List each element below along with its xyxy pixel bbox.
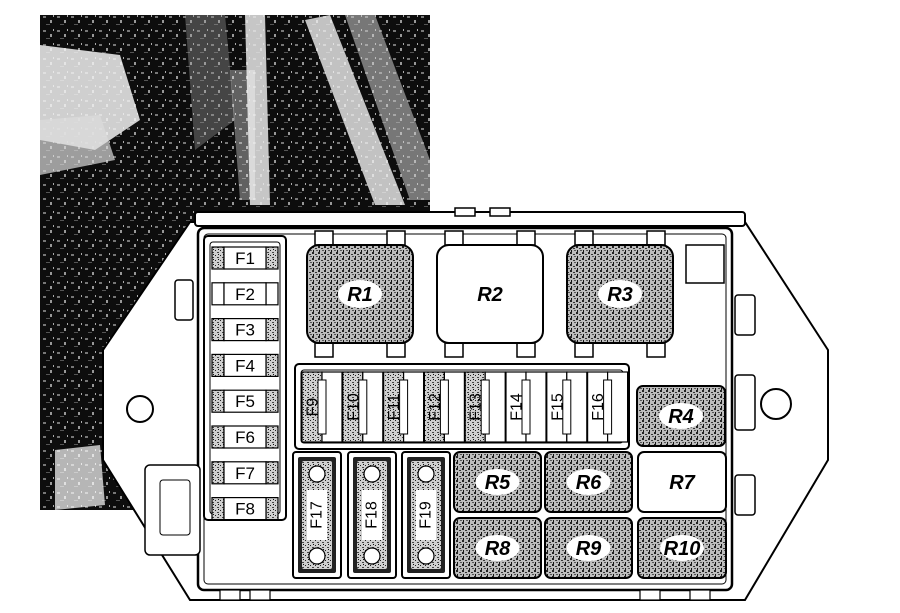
fuse-f4: F4: [211, 353, 279, 377]
relay-r6: R6: [544, 451, 633, 513]
fuse-label: F18: [364, 501, 381, 529]
fuse-f5: F5: [211, 389, 279, 413]
relay-r1: R1: [306, 230, 414, 358]
fuse-label: F11: [386, 394, 403, 420]
relay-label: R9: [576, 538, 602, 560]
relay-label: R7: [669, 472, 695, 494]
fuse-f12: F12: [423, 371, 465, 443]
fuse-f3: F3: [211, 318, 279, 342]
relay-r10: R10: [637, 517, 727, 579]
relay-label: R8: [485, 538, 511, 560]
fuse-label: F1: [235, 249, 255, 268]
fuse-label: F8: [235, 500, 255, 519]
relay-label: R10: [664, 538, 701, 560]
relay-r7: R7: [637, 451, 727, 513]
fuse-label: F15: [549, 393, 566, 421]
relay-r4: R4: [636, 385, 726, 447]
fuse-f2: F2: [211, 282, 279, 306]
relay-r9: R9: [544, 517, 633, 579]
fuse-f6: F6: [211, 425, 279, 449]
fuse-label: F3: [235, 321, 255, 340]
relay-label: R5: [485, 472, 511, 494]
fuse-f16: F16: [586, 371, 629, 443]
fuse-label: F19: [418, 501, 435, 529]
fuse-f17: F17: [292, 451, 342, 579]
fuse-f19: F19: [401, 451, 451, 579]
fuse-label: F10: [345, 393, 362, 421]
relay-label: R3: [607, 284, 633, 306]
relay-label: R2: [477, 284, 503, 306]
fuse-label: F16: [590, 393, 607, 421]
fuse-f9: F9: [301, 371, 343, 443]
fuse-label: F6: [235, 428, 255, 447]
fuse-f14: F14: [505, 371, 547, 443]
fuse-label: F2: [235, 285, 255, 304]
relay-r8: R8: [453, 517, 542, 579]
relay-r2: R2: [436, 230, 544, 358]
fuse-label: F4: [235, 356, 255, 375]
fuse-label: F17: [309, 501, 326, 529]
fuse-f1: F1: [211, 246, 279, 270]
fuse-label: F14: [509, 393, 526, 421]
fuse-f7: F7: [211, 461, 279, 485]
fuse-f13: F13: [464, 371, 506, 443]
fuse-f8: F8: [211, 497, 279, 521]
fuse-label: F12: [427, 393, 444, 421]
fuse-f10: F10: [342, 371, 384, 443]
fuse-f15: F15: [546, 371, 588, 443]
relay-label: R6: [576, 472, 602, 494]
maxi-fuse-block: F17 F18 F19: [292, 451, 451, 579]
fuse-label: F9: [305, 398, 322, 417]
fuse-label: F5: [235, 392, 255, 411]
relay-r5: R5: [453, 451, 542, 513]
fuse-f11: F11: [383, 371, 425, 443]
fuse-label: F13: [468, 393, 485, 421]
relay-label: R4: [668, 406, 694, 428]
mini-fuse-block: F9 F10 F11 F12 F13 F14 F15 F16: [294, 363, 630, 450]
fuse-label: F7: [235, 464, 255, 483]
top-relay-row: R1 R2 R3: [306, 230, 674, 358]
fuse-f18: F18: [347, 451, 397, 579]
relay-label: R1: [347, 284, 373, 306]
relay-r3: R3: [566, 230, 674, 358]
